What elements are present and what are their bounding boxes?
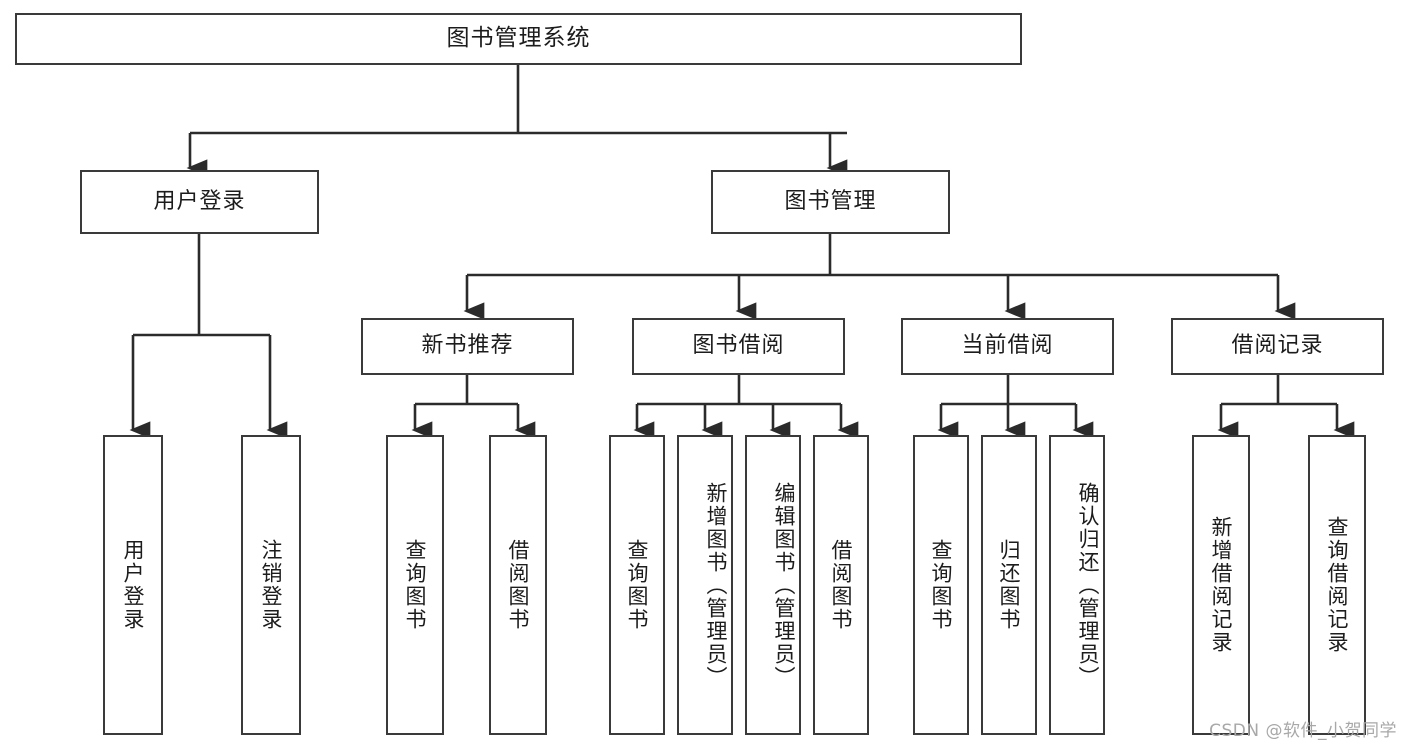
leaf-return-book[interactable]: 归还图书 (981, 435, 1037, 735)
leaf-borrow-book-1-label: 借阅图书 (506, 539, 530, 631)
leaf-query-book-1[interactable]: 查询图书 (386, 435, 444, 735)
leaf-query-book-2[interactable]: 查询图书 (609, 435, 665, 735)
leaf-edit-book-label: 编辑图书（管理员） (772, 481, 796, 689)
node-book-borrow-label: 图书借阅 (692, 333, 785, 359)
leaf-edit-book[interactable]: 编辑图书（管理员） (745, 435, 801, 735)
leaf-query-book-1-label: 查询图书 (403, 539, 427, 631)
node-book-manage[interactable]: 图书管理 (711, 170, 950, 234)
leaf-user-login-label: 用户登录 (121, 539, 145, 631)
node-borrow-record[interactable]: 借阅记录 (1171, 318, 1384, 375)
leaf-query-book-3[interactable]: 查询图书 (913, 435, 969, 735)
leaf-query-book-3-label: 查询图书 (929, 539, 953, 631)
leaf-confirm-return-label: 确认归还（管理员） (1076, 481, 1100, 689)
leaf-add-book-label: 新增图书（管理员） (704, 481, 728, 689)
leaf-user-login[interactable]: 用户登录 (103, 435, 163, 735)
node-new-book-recommend[interactable]: 新书推荐 (361, 318, 574, 375)
leaf-add-book[interactable]: 新增图书（管理员） (677, 435, 733, 735)
node-book-manage-label: 图书管理 (784, 188, 877, 214)
leaf-logout[interactable]: 注销登录 (241, 435, 301, 735)
node-new-book-recommend-label: 新书推荐 (421, 333, 514, 359)
leaf-borrow-book-2[interactable]: 借阅图书 (813, 435, 869, 735)
leaf-add-record-label: 新增借阅记录 (1209, 516, 1233, 654)
leaf-query-record-label: 查询借阅记录 (1325, 516, 1349, 654)
leaf-query-record[interactable]: 查询借阅记录 (1308, 435, 1366, 735)
node-book-borrow[interactable]: 图书借阅 (632, 318, 845, 375)
leaf-add-record[interactable]: 新增借阅记录 (1192, 435, 1250, 735)
leaf-confirm-return[interactable]: 确认归还（管理员） (1049, 435, 1105, 735)
node-user-login-label: 用户登录 (153, 188, 246, 214)
leaf-return-book-label: 归还图书 (997, 539, 1021, 631)
node-borrow-record-label: 借阅记录 (1231, 333, 1324, 359)
leaf-borrow-book-2-label: 借阅图书 (829, 539, 853, 631)
node-root[interactable]: 图书管理系统 (15, 13, 1022, 65)
node-current-borrow[interactable]: 当前借阅 (901, 318, 1114, 375)
leaf-query-book-2-label: 查询图书 (625, 539, 649, 631)
leaf-logout-label: 注销登录 (259, 539, 283, 631)
node-root-label: 图书管理系统 (446, 25, 591, 52)
leaf-borrow-book-1[interactable]: 借阅图书 (489, 435, 547, 735)
node-current-borrow-label: 当前借阅 (961, 333, 1054, 359)
node-user-login[interactable]: 用户登录 (80, 170, 319, 234)
watermark: CSDN @软件_小贺同学 (1209, 721, 1397, 741)
